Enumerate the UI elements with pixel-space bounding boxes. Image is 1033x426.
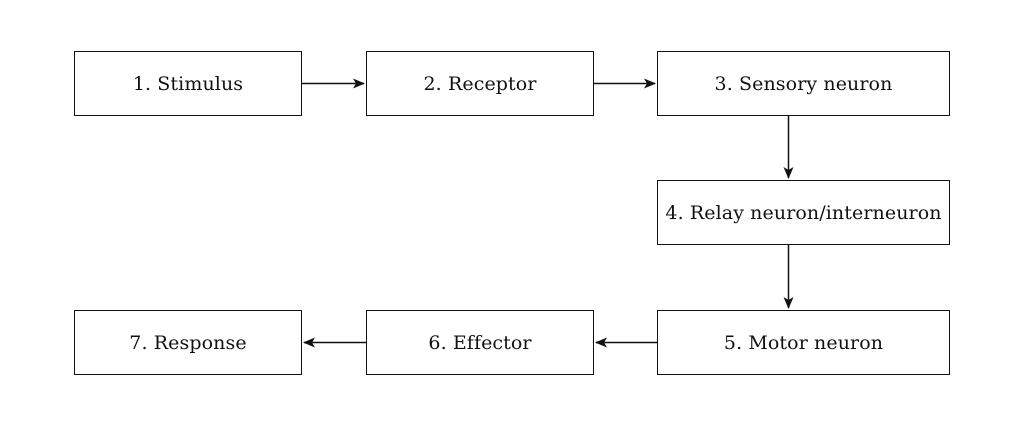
node-sensory-neuron: 3. Sensory neuron	[657, 51, 950, 116]
node-receptor: 2. Receptor	[366, 51, 594, 116]
node-label: 2. Receptor	[423, 72, 537, 95]
node-label: 1. Stimulus	[132, 72, 244, 95]
node-label: 3. Sensory neuron	[714, 72, 893, 95]
node-motor-neuron: 5. Motor neuron	[657, 310, 950, 375]
node-response: 7. Response	[74, 310, 302, 375]
node-stimulus: 1. Stimulus	[74, 51, 302, 116]
node-relay-neuron: 4. Relay neuron/interneuron	[657, 180, 950, 245]
node-effector: 6. Effector	[366, 310, 594, 375]
node-label: 4. Relay neuron/interneuron	[665, 201, 942, 224]
node-label: 5. Motor neuron	[723, 331, 884, 354]
node-label: 6. Effector	[428, 331, 532, 354]
node-label: 7. Response	[129, 331, 247, 354]
